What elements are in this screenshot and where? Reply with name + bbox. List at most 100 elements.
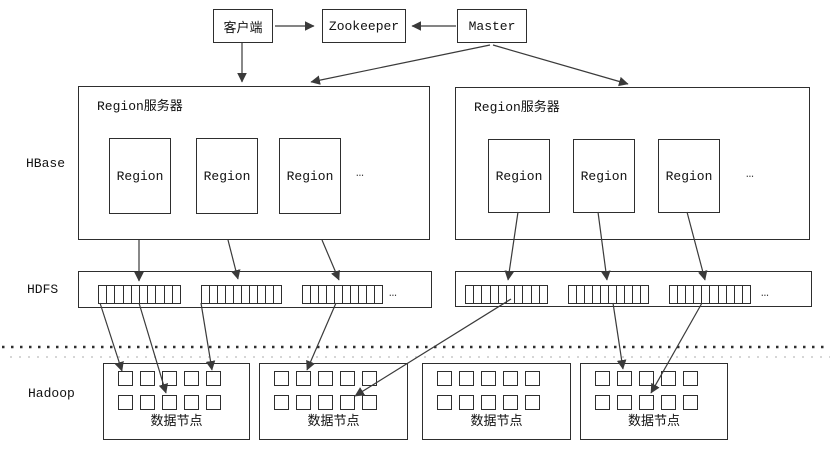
block-cell	[694, 286, 703, 303]
block-cell	[132, 286, 141, 303]
region-label: Region	[580, 168, 628, 184]
block-cell	[625, 286, 633, 303]
client-node-label: 客户端	[223, 20, 263, 36]
block-cell	[727, 286, 735, 303]
block-cell	[367, 286, 375, 303]
data-square	[206, 395, 221, 410]
block-cell	[499, 286, 508, 303]
block-cell	[577, 286, 585, 303]
block-cell	[140, 286, 149, 303]
region-server-right-title: Region服务器	[474, 100, 560, 115]
block-cell	[343, 286, 351, 303]
block-cell	[491, 286, 499, 303]
block-cell	[156, 286, 165, 303]
data-square	[595, 371, 610, 386]
block-cell	[335, 286, 343, 303]
block-cell	[242, 286, 250, 303]
datanode-box: 数据节点	[259, 363, 408, 440]
layer-label-hadoop: Hadoop	[28, 386, 75, 401]
zookeeper-node-label: Zookeeper	[328, 18, 400, 34]
square-row	[437, 395, 540, 410]
datanode-box: 数据节点	[422, 363, 571, 440]
data-square	[362, 395, 377, 410]
block-cell	[466, 286, 475, 303]
region-server-right: Region服务器 Region Region Region …	[455, 87, 810, 240]
data-square	[274, 395, 289, 410]
data-square	[525, 371, 540, 386]
region-label: Region	[203, 168, 251, 184]
square-row	[437, 371, 540, 386]
square-row	[118, 395, 221, 410]
hdfs-block-strip	[465, 285, 548, 304]
block-cell	[234, 286, 242, 303]
block-cell	[609, 286, 617, 303]
hdfs-block-strip	[302, 285, 383, 304]
region-box: Region	[488, 139, 550, 213]
data-square	[525, 395, 540, 410]
region-box: Region	[658, 139, 720, 213]
block-cell	[351, 286, 359, 303]
hdfs-block-strip	[568, 285, 649, 304]
data-square	[184, 371, 199, 386]
block-cell	[532, 286, 540, 303]
block-cell	[311, 286, 319, 303]
data-square	[481, 395, 496, 410]
square-row	[118, 371, 221, 386]
block-cell	[99, 286, 108, 303]
datanode-label: 数据节点	[150, 414, 203, 429]
block-cell	[633, 286, 641, 303]
data-square	[140, 371, 155, 386]
arrow-block-to-datanode	[612, 302, 627, 370]
zookeeper-node: Zookeeper	[322, 9, 406, 43]
block-cell	[210, 286, 218, 303]
region-box: Region	[196, 138, 258, 214]
block-cell	[250, 286, 258, 303]
square-row	[274, 395, 377, 410]
block-cell	[641, 286, 648, 303]
master-node-label: Master	[468, 18, 516, 34]
block-cell	[359, 286, 367, 303]
more-regions-ellipsis: …	[356, 165, 365, 180]
block-cell	[226, 286, 234, 303]
data-square	[503, 371, 518, 386]
data-square	[318, 371, 333, 386]
block-cell	[173, 286, 180, 303]
block-cell	[482, 286, 491, 303]
block-cell	[124, 286, 132, 303]
block-cell	[202, 286, 210, 303]
data-square	[274, 371, 289, 386]
square-row	[595, 395, 698, 410]
data-square	[437, 371, 452, 386]
block-cell	[115, 286, 124, 303]
region-label: Region	[116, 168, 164, 184]
block-cell	[474, 286, 483, 303]
data-square	[595, 395, 610, 410]
data-square	[318, 395, 333, 410]
hdfs-group-left: …	[78, 271, 432, 308]
arrow-master-regionserver-left	[310, 44, 491, 85]
hdfs-group-right: …	[455, 271, 812, 307]
region-label: Region	[495, 168, 543, 184]
region-label: Region	[286, 168, 334, 184]
data-square	[661, 395, 676, 410]
block-cell	[670, 286, 679, 303]
block-cell	[735, 286, 743, 303]
data-square	[617, 395, 632, 410]
data-square	[118, 371, 133, 386]
data-square	[340, 371, 355, 386]
block-cell	[617, 286, 625, 303]
region-box: Region	[279, 138, 341, 214]
block-cell	[148, 286, 157, 303]
data-square	[459, 371, 474, 386]
layer-label-hdfs: HDFS	[27, 282, 59, 297]
square-row	[595, 371, 698, 386]
data-square	[617, 371, 632, 386]
data-square	[184, 395, 199, 410]
region-server-left-title: Region服务器	[97, 99, 183, 114]
arrow-block-to-datanode	[200, 302, 216, 371]
block-cell	[523, 286, 532, 303]
data-square	[459, 395, 474, 410]
hdfs-block-strip	[669, 285, 751, 304]
arrow-block-to-datanode	[306, 302, 337, 371]
hdfs-block-strip	[98, 285, 181, 304]
